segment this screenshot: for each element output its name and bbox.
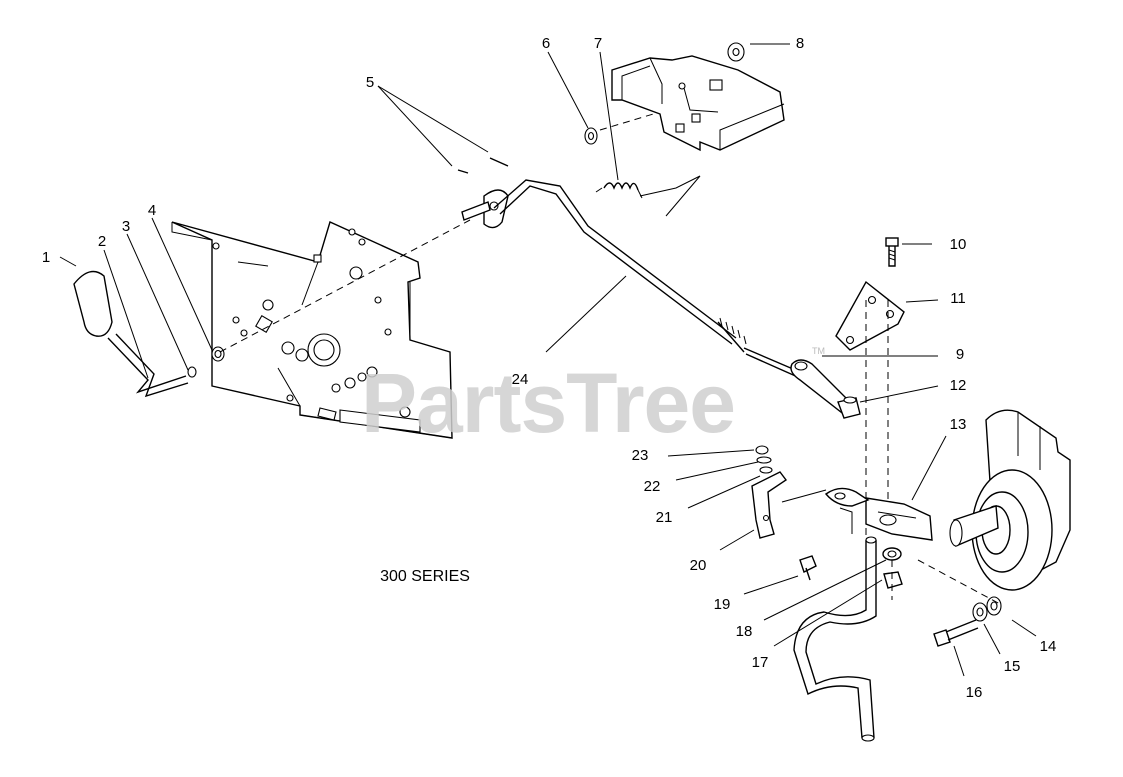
shift-rod bbox=[493, 179, 801, 379]
callout-12: 12 bbox=[950, 377, 967, 394]
link-plate-11 bbox=[835, 280, 905, 351]
callout-23: 23 bbox=[632, 447, 649, 464]
bolt-16 bbox=[933, 619, 979, 647]
shift-lever bbox=[107, 333, 189, 398]
upper-bracket bbox=[611, 55, 785, 152]
callout-17: 17 bbox=[752, 654, 769, 671]
washer-3 bbox=[187, 366, 197, 378]
shift-knob bbox=[73, 270, 113, 337]
callout-19: 19 bbox=[714, 596, 731, 613]
callout-14: 14 bbox=[1040, 638, 1057, 655]
bolt-10 bbox=[885, 237, 899, 267]
callout-labels: 1 2 3 4 5 6 7 8 9 10 11 12 13 14 15 16 1… bbox=[42, 35, 1057, 701]
leader-lines bbox=[59, 43, 1037, 677]
bracket-13 bbox=[824, 487, 933, 541]
callout-9: 9 bbox=[956, 346, 964, 363]
callout-3: 3 bbox=[122, 218, 130, 235]
callout-10: 10 bbox=[950, 236, 967, 253]
spacer-18 bbox=[882, 547, 902, 561]
callout-8: 8 bbox=[796, 35, 804, 52]
washer-6 bbox=[584, 127, 598, 145]
callout-22: 22 bbox=[644, 478, 661, 495]
clevis-12 bbox=[837, 396, 861, 419]
callout-20: 20 bbox=[690, 557, 707, 574]
callout-24: 24 bbox=[512, 371, 529, 388]
callout-6: 6 bbox=[542, 35, 550, 52]
callout-18: 18 bbox=[736, 623, 753, 640]
washer-14 bbox=[986, 596, 1002, 616]
callout-15: 15 bbox=[1004, 658, 1021, 675]
pivot-plate bbox=[461, 189, 509, 229]
callout-7: 7 bbox=[594, 35, 602, 52]
bolt-axis bbox=[917, 559, 1001, 605]
callout-13: 13 bbox=[950, 416, 967, 433]
washer-8 bbox=[727, 42, 745, 62]
washer-15 bbox=[972, 602, 988, 622]
callout-11: 11 bbox=[950, 290, 966, 307]
callout-4: 4 bbox=[148, 202, 156, 219]
watermark-trademark: TM bbox=[812, 346, 825, 356]
callout-2: 2 bbox=[98, 233, 106, 250]
callout-16: 16 bbox=[966, 684, 983, 701]
transmission bbox=[949, 409, 1071, 591]
nut-23 bbox=[755, 445, 769, 455]
bolt-19 bbox=[799, 555, 817, 581]
spring-7 bbox=[595, 175, 701, 217]
callout-5: 5 bbox=[366, 74, 374, 91]
washer-21 bbox=[759, 466, 773, 474]
pins-5 bbox=[457, 157, 509, 174]
callout-1: 1 bbox=[42, 249, 50, 266]
partstree-watermark: PartsTree bbox=[361, 356, 735, 450]
nut-17 bbox=[883, 571, 903, 589]
washer-22 bbox=[756, 456, 772, 464]
callout-21: 21 bbox=[656, 509, 673, 526]
bracket-20 bbox=[751, 471, 853, 539]
bushing-4 bbox=[211, 346, 225, 362]
lower-shift-rod bbox=[793, 536, 877, 742]
frame-plate bbox=[171, 221, 453, 439]
series-caption: 300 SERIES bbox=[380, 568, 470, 585]
